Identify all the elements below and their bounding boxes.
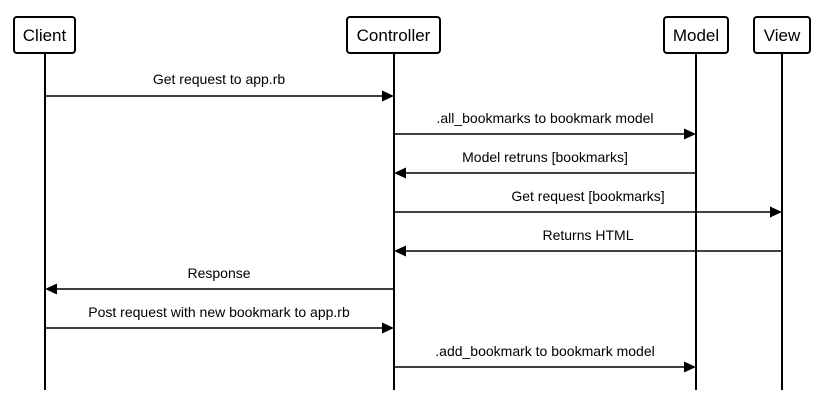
message-6: Response — [45, 265, 394, 295]
arrowhead-left — [394, 245, 406, 257]
arrowhead-right — [684, 361, 696, 373]
message-label: .add_bookmark to bookmark model — [435, 343, 654, 359]
message-label: .all_bookmarks to bookmark model — [436, 110, 653, 126]
message-7: Post request with new bookmark to app.rb — [45, 304, 394, 334]
message-label: Response — [187, 265, 250, 281]
message-label: Get request to app.rb — [153, 71, 286, 87]
participant-model: Model — [663, 16, 729, 54]
arrowhead-right — [770, 206, 782, 218]
message-1: Get request to app.rb — [45, 71, 394, 102]
arrowhead-left — [394, 167, 406, 179]
message-8: .add_bookmark to bookmark model — [394, 343, 696, 373]
participant-controller: Controller — [346, 16, 441, 54]
message-label: Post request with new bookmark to app.rb — [88, 304, 350, 320]
message-3: Model retruns [bookmarks] — [394, 149, 696, 179]
message-4: Get request [bookmarks] — [394, 188, 782, 218]
participant-controller-box — [346, 16, 441, 54]
participant-client: Client — [13, 16, 76, 54]
participant-client-box — [13, 16, 76, 54]
message-2: .all_bookmarks to bookmark model — [394, 110, 696, 140]
message-5: Returns HTML — [394, 227, 782, 257]
lifelines — [44, 53, 783, 390]
participant-client-label: Client — [23, 26, 67, 45]
participant-model-label: Model — [673, 26, 719, 45]
message-label: Get request [bookmarks] — [511, 188, 664, 204]
participant-view-box — [753, 16, 811, 54]
arrowhead-right — [382, 90, 394, 102]
arrowhead-right — [684, 128, 696, 140]
message-label: Returns HTML — [542, 227, 633, 243]
message-label: Model retruns [bookmarks] — [462, 149, 628, 165]
participant-view-label: View — [764, 26, 801, 45]
arrowhead-left — [45, 283, 57, 295]
participant-model-box — [663, 16, 729, 54]
participant-view: View — [753, 16, 811, 54]
arrowhead-right — [382, 322, 394, 334]
participant-controller-label: Controller — [357, 26, 431, 45]
